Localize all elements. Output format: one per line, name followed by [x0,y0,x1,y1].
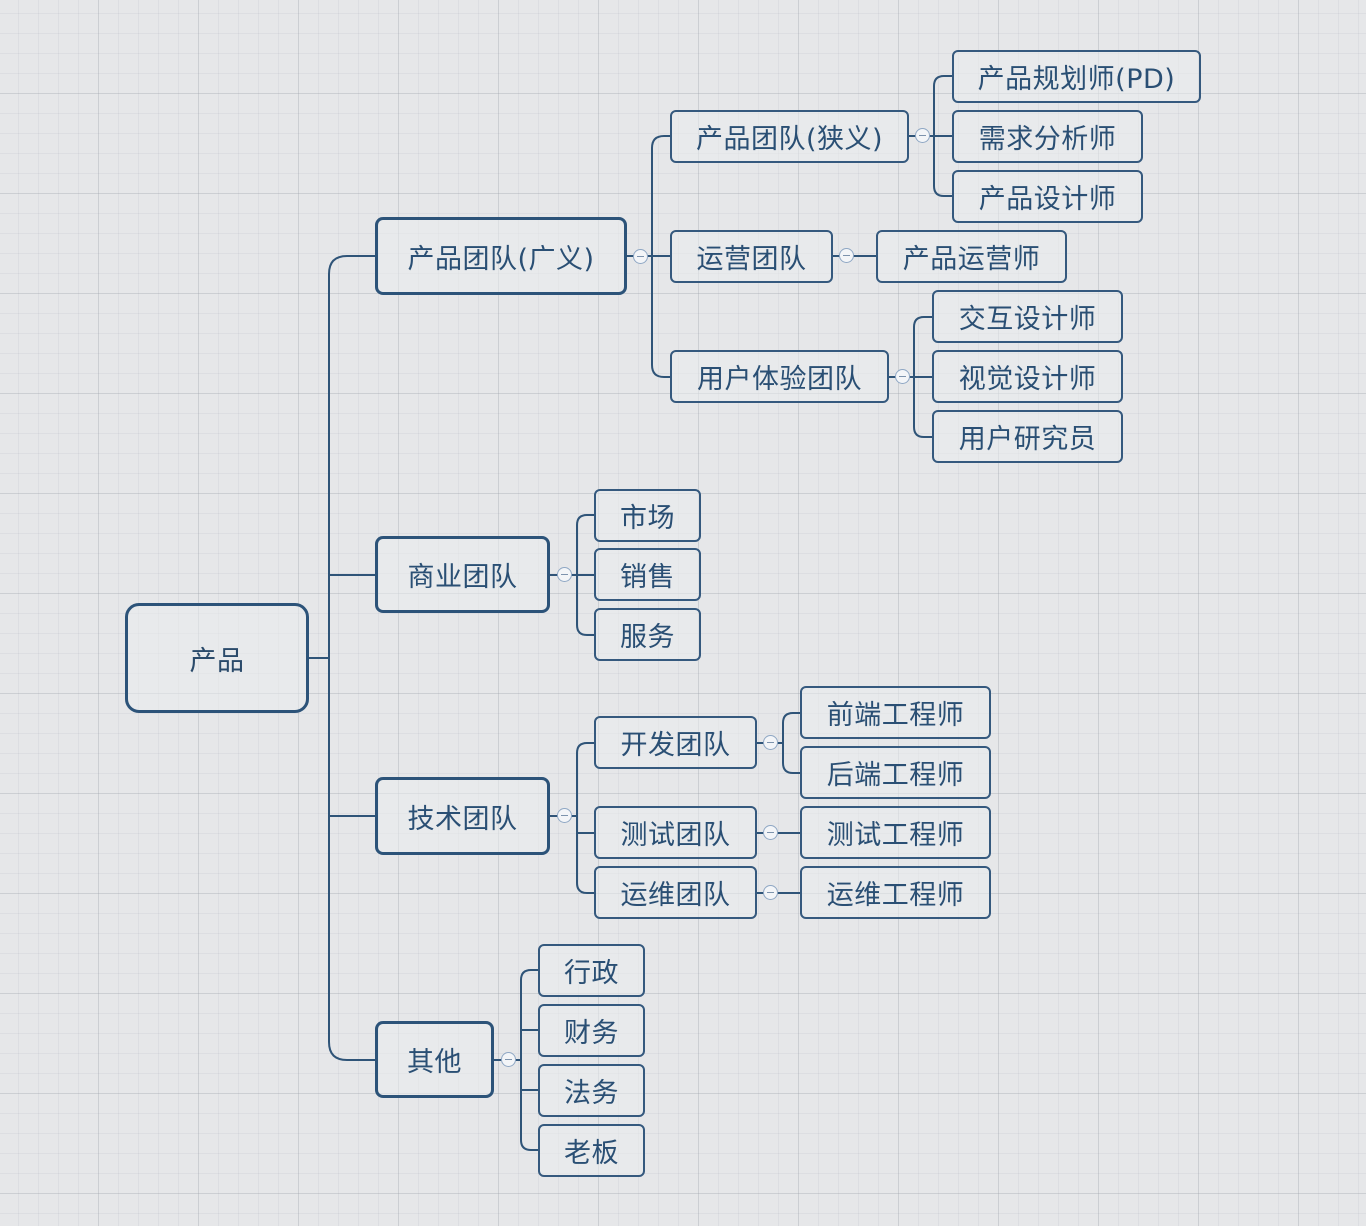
marketing-node[interactable]: 市场 [594,489,701,542]
test-team-node[interactable]: 测试团队 [594,806,757,859]
operations-team-node[interactable]: 运营团队 [670,230,833,283]
collapse-icon[interactable] [501,1052,516,1067]
legal-node[interactable]: 法务 [538,1064,645,1117]
product-planner-node[interactable]: 产品规划师(PD) [952,50,1201,103]
ops-engineer-node[interactable]: 运维工程师 [800,866,991,919]
backend-engineer-node[interactable]: 后端工程师 [800,746,991,799]
collapse-icon[interactable] [763,735,778,750]
business-team-node[interactable]: 商业团队 [375,536,550,613]
tech-team-node[interactable]: 技术团队 [375,777,550,855]
administration-node[interactable]: 行政 [538,944,645,997]
boss-node[interactable]: 老板 [538,1124,645,1177]
collapse-icon[interactable] [557,567,572,582]
collapse-icon[interactable] [895,369,910,384]
collapse-icon[interactable] [763,825,778,840]
test-engineer-node[interactable]: 测试工程师 [800,806,991,859]
collapse-icon[interactable] [557,808,572,823]
collapse-icon[interactable] [915,128,930,143]
service-node[interactable]: 服务 [594,608,701,661]
product-operator-node[interactable]: 产品运营师 [876,230,1067,283]
interaction-designer-node[interactable]: 交互设计师 [932,290,1123,343]
user-researcher-node[interactable]: 用户研究员 [932,410,1123,463]
product-team-broad-node[interactable]: 产品团队(广义) [375,217,627,295]
requirements-analyst-node[interactable]: 需求分析师 [952,110,1143,163]
collapse-icon[interactable] [633,249,648,264]
ux-team-node[interactable]: 用户体验团队 [670,350,889,403]
ops-team-node[interactable]: 运维团队 [594,866,757,919]
frontend-engineer-node[interactable]: 前端工程师 [800,686,991,739]
other-node[interactable]: 其他 [375,1021,494,1098]
collapse-icon[interactable] [839,248,854,263]
root-node[interactable]: 产品 [125,603,309,713]
finance-node[interactable]: 财务 [538,1004,645,1057]
collapse-icon[interactable] [763,885,778,900]
dev-team-node[interactable]: 开发团队 [594,716,757,769]
product-team-narrow-node[interactable]: 产品团队(狭义) [670,110,909,163]
sales-node[interactable]: 销售 [594,548,701,601]
visual-designer-node[interactable]: 视觉设计师 [932,350,1123,403]
product-designer-node[interactable]: 产品设计师 [952,170,1143,223]
